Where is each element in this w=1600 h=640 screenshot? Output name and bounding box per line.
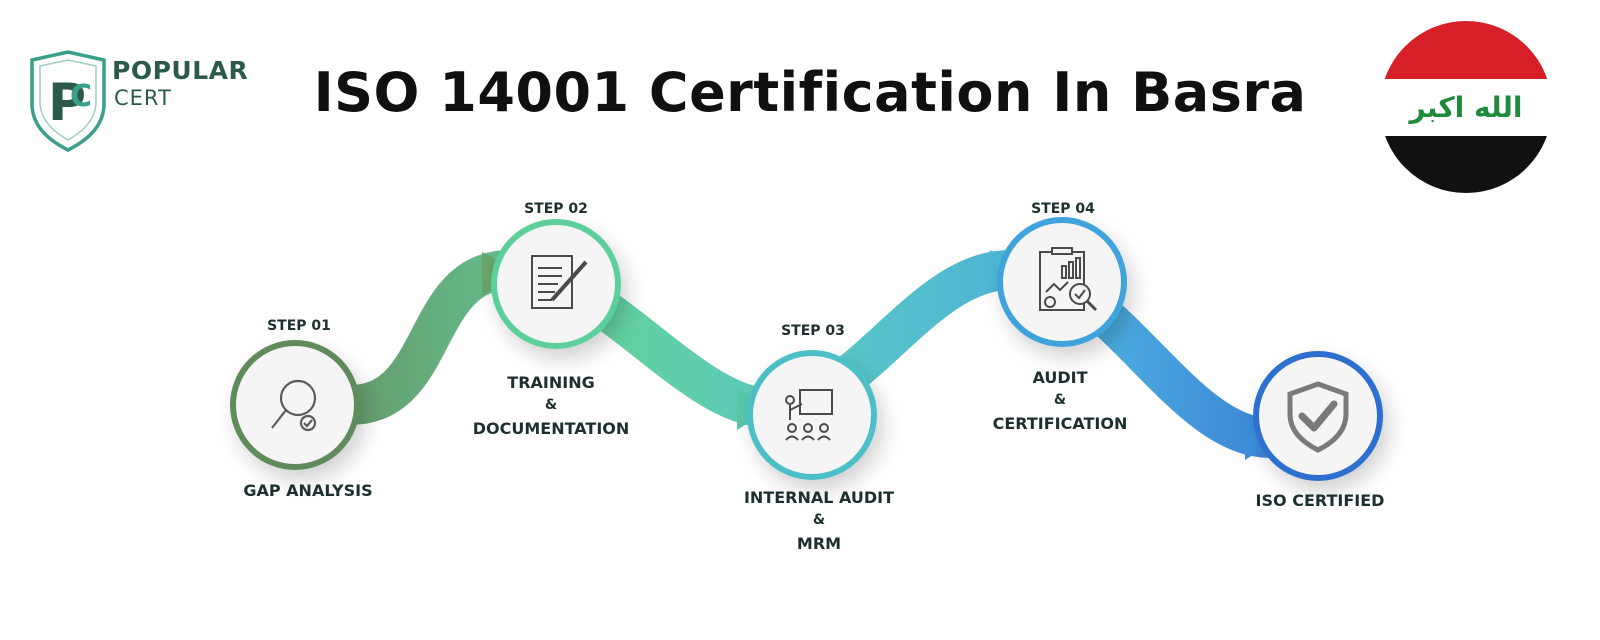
step-1-node [230,340,360,470]
svg-text:الله اكبر: الله اكبر [1408,91,1523,124]
step-2-line-2: & [544,397,558,413]
certified-text: ISO CERTIFIED [1200,489,1440,512]
popular-cert-logo: P C [30,50,106,152]
report-magnifier-icon [1039,247,1098,312]
step-2-text: TRAINING & DOCUMENTATION [431,371,671,440]
svg-text:P: P [48,73,86,133]
step-1-label: STEP 01 [267,318,331,334]
step-2-label: STEP 02 [524,201,588,217]
step-4-label: STEP 04 [1031,201,1095,217]
step-3-text: INTERNAL AUDIT & MRM [699,486,939,555]
certified-node [1253,351,1383,481]
step-4-line-1: AUDIT [1032,368,1088,387]
document-pencil-icon [531,255,588,309]
step-2-line-1: TRAINING [507,373,595,392]
step-4-node [997,217,1127,347]
step-1-text: GAP ANALYSIS [188,479,428,502]
magnifier-check-icon [271,379,317,432]
step-4-text: AUDIT & CERTIFICATION [940,366,1180,435]
page-title: ISO 14001 Certification In Basra [313,61,1307,124]
step-2-line-3: DOCUMENTATION [472,419,630,438]
step-3-line-3: MRM [796,534,842,553]
svg-text:C: C [70,79,92,114]
logo-word-cert: CERT [114,86,172,110]
shield-check-icon [1287,381,1349,453]
step-3-line-1: INTERNAL AUDIT [743,488,895,507]
step-4-line-2: & [1053,392,1067,408]
step-3-label: STEP 03 [781,323,845,339]
step-4-line-3: CERTIFICATION [992,414,1128,433]
certified-line-1: ISO CERTIFIED [1255,491,1385,510]
step-3-node [747,350,877,480]
presentation-icon [785,389,833,441]
iraq-flag-icon: الله اكبر [1380,21,1552,193]
step-1-line-1: GAP ANALYSIS [243,481,373,500]
step-2-node [491,219,621,349]
step-3-line-2: & [812,512,826,528]
logo-word-popular: POPULAR [112,56,249,85]
